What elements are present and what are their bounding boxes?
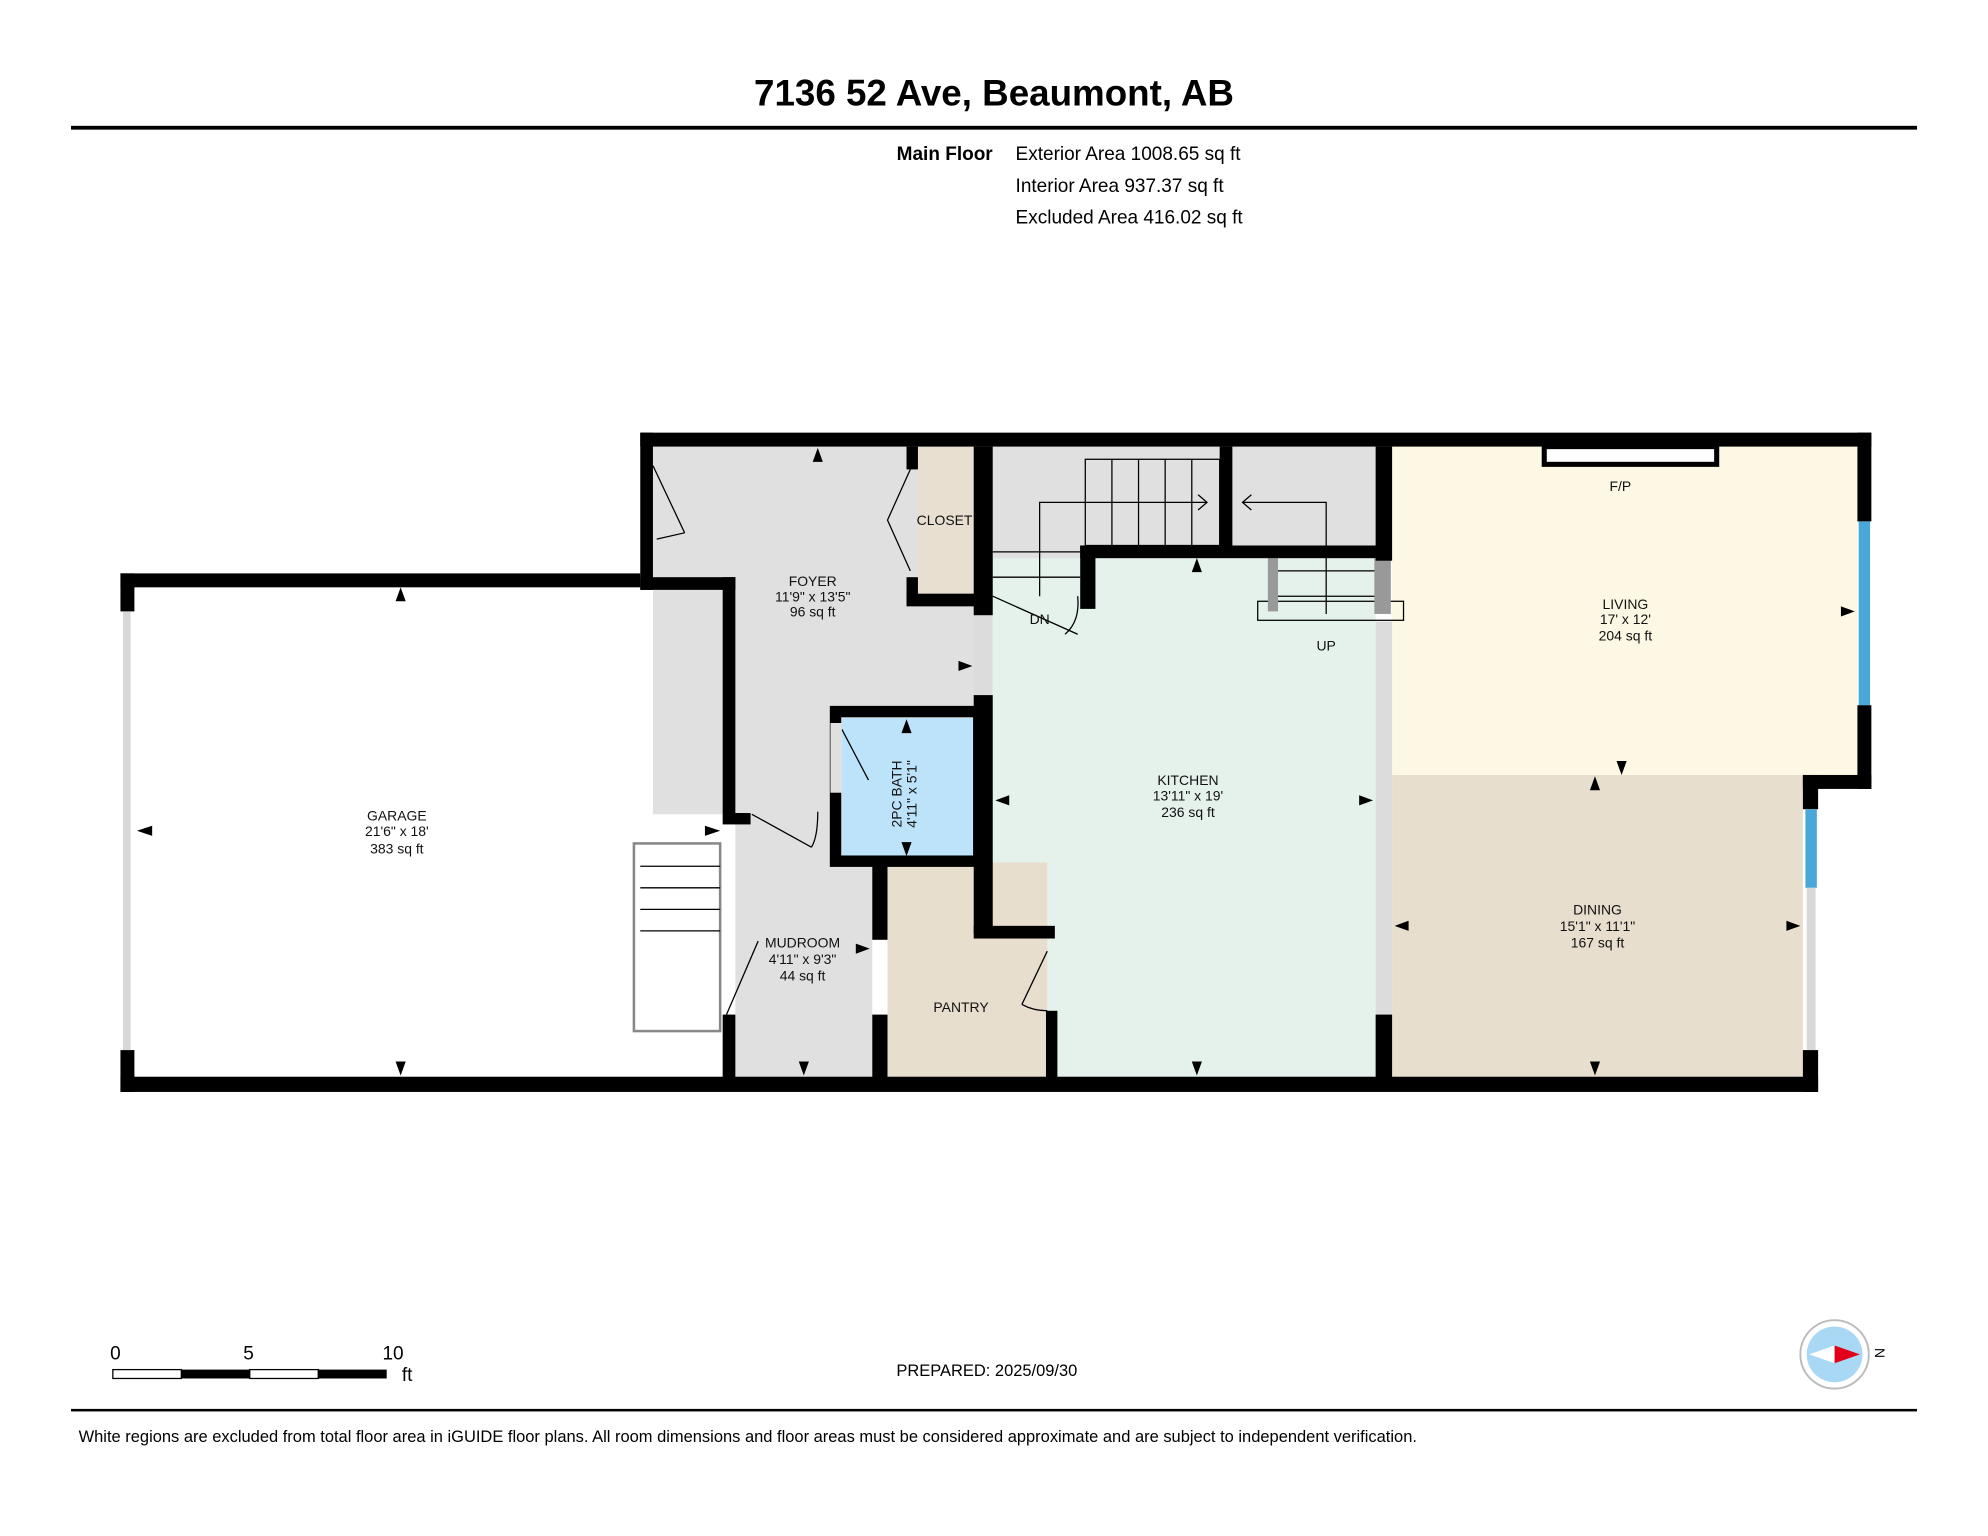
opening bbox=[1375, 621, 1393, 1015]
room-dims: 4'11" x 9'3" bbox=[769, 951, 837, 967]
bath-fill bbox=[841, 717, 974, 858]
dimension-arrows bbox=[136, 447, 1855, 1076]
window bbox=[1805, 809, 1817, 888]
living-fill bbox=[1392, 446, 1858, 775]
header-rule bbox=[71, 125, 1917, 130]
interior-area: Interior Area 937.37 sq ft bbox=[1016, 176, 1225, 197]
disclaimer: White regions are excluded from total fl… bbox=[79, 1428, 1417, 1446]
door-swings bbox=[652, 465, 1048, 1015]
room-name: GARAGE bbox=[367, 808, 427, 824]
room-name: 2PC BATH bbox=[888, 760, 904, 827]
footer-rule bbox=[71, 1408, 1917, 1412]
room-dims: 15'1" x 11'1" bbox=[1560, 918, 1635, 934]
area-summary: Main Floor Exterior Area 1008.65 sq ft I… bbox=[897, 144, 1244, 228]
scale-unit: ft bbox=[402, 1365, 413, 1386]
page-title: 7136 52 Ave, Beaumont, AB bbox=[754, 73, 1234, 114]
room-garage: GARAGE 21'6" x 18' 383 sq ft bbox=[365, 808, 429, 857]
room-area: 236 sq ft bbox=[1161, 804, 1215, 820]
window bbox=[1858, 521, 1871, 706]
room-area: 44 sq ft bbox=[780, 967, 826, 983]
room-mudroom: MUDROOM 4'11" x 9'3" 44 sq ft bbox=[765, 934, 840, 983]
room-foyer: FOYER 11'9" x 13'5" 96 sq ft bbox=[775, 573, 850, 619]
pantry-fill bbox=[887, 862, 1048, 1078]
kitchen-fill bbox=[992, 558, 1376, 1078]
room-dining: DINING 15'1" x 11'1" 167 sq ft bbox=[1560, 901, 1635, 950]
room-dims: 11'9" x 13'5" bbox=[775, 588, 850, 604]
room-area: 96 sq ft bbox=[790, 603, 836, 619]
dining-fill bbox=[1392, 774, 1803, 1077]
compass-north: N bbox=[1872, 1348, 1888, 1358]
room-bath: 2PC BATH 4'11" x 5'1" bbox=[888, 760, 919, 828]
room-dims: 21'6" x 18' bbox=[365, 823, 429, 839]
fireplace-label: F/P bbox=[1609, 478, 1631, 494]
room-living: LIVING 17' x 12' 204 sq ft bbox=[1599, 596, 1653, 644]
walls bbox=[120, 432, 1872, 1092]
room-dims: 4'11" x 5'1" bbox=[904, 760, 920, 828]
room-area: 167 sq ft bbox=[1571, 934, 1625, 950]
floor-label: Main Floor bbox=[897, 144, 994, 165]
room-closet: CLOSET bbox=[917, 512, 973, 528]
scale-bar: 0 5 10 ft bbox=[110, 1343, 413, 1386]
room-name: FOYER bbox=[789, 573, 837, 589]
staircase bbox=[992, 458, 1405, 635]
room-area: 383 sq ft bbox=[370, 841, 424, 857]
room-name: MUDROOM bbox=[765, 934, 840, 950]
garage-steps bbox=[632, 842, 722, 1033]
scale-tick: 10 bbox=[382, 1343, 403, 1364]
room-name: LIVING bbox=[1603, 596, 1649, 612]
prepared-date: PREPARED: 2025/09/30 bbox=[896, 1362, 1077, 1380]
scale-tick: 5 bbox=[243, 1343, 254, 1364]
room-name: KITCHEN bbox=[1157, 772, 1218, 788]
exterior-area: Exterior Area 1008.65 sq ft bbox=[1016, 144, 1242, 165]
fireplace bbox=[1541, 444, 1720, 467]
room-dims: 17' x 12' bbox=[1600, 611, 1651, 627]
room-pantry: PANTRY bbox=[933, 999, 988, 1015]
opening bbox=[973, 615, 993, 696]
room-name: DINING bbox=[1573, 901, 1622, 917]
stairs-up-label: UP bbox=[1316, 638, 1335, 654]
excluded-area: Excluded Area 416.02 sq ft bbox=[1016, 207, 1244, 228]
compass-icon: N bbox=[1799, 1319, 1888, 1390]
scale-tick: 0 bbox=[110, 1343, 121, 1364]
room-area: 204 sq ft bbox=[1599, 628, 1653, 644]
closet-fill bbox=[917, 446, 974, 597]
stairs-down-label: DN bbox=[1030, 611, 1050, 627]
room-kitchen: KITCHEN 13'11" x 19' 236 sq ft bbox=[1153, 772, 1223, 820]
room-dims: 13'11" x 19' bbox=[1153, 787, 1223, 803]
